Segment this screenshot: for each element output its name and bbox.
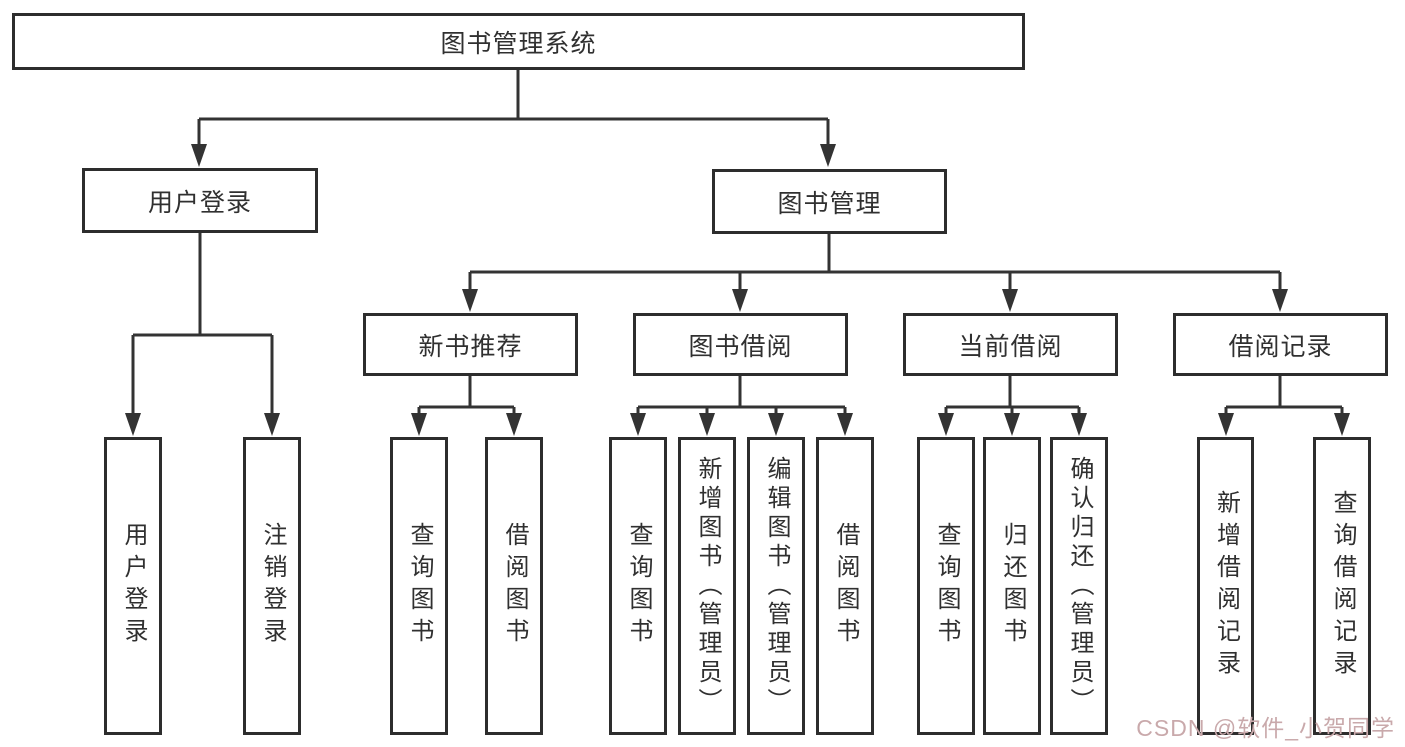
node-new-book-recommend-label: 新书推荐 xyxy=(418,332,523,361)
node-book-management: 图书管理 xyxy=(712,169,947,234)
csdn-watermark: CSDN @软件_小贺同学 xyxy=(1136,715,1395,741)
leaf-bb-borrow-book: 借阅图书 xyxy=(816,437,874,735)
node-current-borrow: 当前借阅 xyxy=(903,313,1118,376)
node-root-label: 图书管理系统 xyxy=(440,29,597,58)
node-borrow-record: 借阅记录 xyxy=(1173,313,1388,376)
leaf-bb-edit-book-admin: 编辑图书（管理员） xyxy=(747,437,805,735)
leaf-bb-borrow-book-label: 借阅图书 xyxy=(832,522,859,650)
leaf-bb-add-book-admin: 新增图书（管理员） xyxy=(678,437,736,735)
node-book-borrow-label: 图书借阅 xyxy=(688,332,793,361)
leaf-cb-return-book: 归还图书 xyxy=(983,437,1041,735)
node-user-login: 用户登录 xyxy=(82,168,318,233)
leaf-br-query-record-label: 查询借阅记录 xyxy=(1329,490,1356,682)
leaf-nb-borrow-book-label: 借阅图书 xyxy=(501,522,528,650)
leaf-logout: 注销登录 xyxy=(243,437,301,735)
leaf-user-login: 用户登录 xyxy=(104,437,162,735)
leaf-nb-query-book-label: 查询图书 xyxy=(406,522,433,650)
leaf-logout-label: 注销登录 xyxy=(259,522,286,650)
node-new-book-recommend: 新书推荐 xyxy=(363,313,578,376)
node-book-borrow: 图书借阅 xyxy=(633,313,848,376)
leaf-bb-edit-book-admin-label: 编辑图书（管理员） xyxy=(763,455,790,717)
leaf-bb-add-book-admin-label: 新增图书（管理员） xyxy=(694,455,721,717)
leaf-cb-confirm-return-admin: 确认归还（管理员） xyxy=(1050,437,1108,735)
leaf-nb-query-book: 查询图书 xyxy=(390,437,448,735)
node-user-login-label: 用户登录 xyxy=(147,188,252,217)
leaf-cb-query-book-label: 查询图书 xyxy=(933,522,960,650)
leaf-nb-borrow-book: 借阅图书 xyxy=(485,437,543,735)
arrowheads xyxy=(125,144,1350,436)
leaf-cb-query-book: 查询图书 xyxy=(917,437,975,735)
leaf-user-login-label: 用户登录 xyxy=(120,522,147,650)
leaf-br-query-record: 查询借阅记录 xyxy=(1313,437,1371,735)
leaf-bb-query-book-label: 查询图书 xyxy=(625,522,652,650)
leaf-br-add-record: 新增借阅记录 xyxy=(1197,437,1254,735)
leaf-cb-return-book-label: 归还图书 xyxy=(999,522,1026,650)
leaf-cb-confirm-return-admin-label: 确认归还（管理员） xyxy=(1066,455,1093,717)
leaf-br-add-record-label: 新增借阅记录 xyxy=(1212,490,1240,682)
node-borrow-record-label: 借阅记录 xyxy=(1228,332,1333,361)
node-book-management-label: 图书管理 xyxy=(777,189,882,218)
leaf-bb-query-book: 查询图书 xyxy=(609,437,667,735)
node-root-library-system: 图书管理系统 xyxy=(12,13,1025,70)
node-current-borrow-label: 当前借阅 xyxy=(958,332,1063,361)
